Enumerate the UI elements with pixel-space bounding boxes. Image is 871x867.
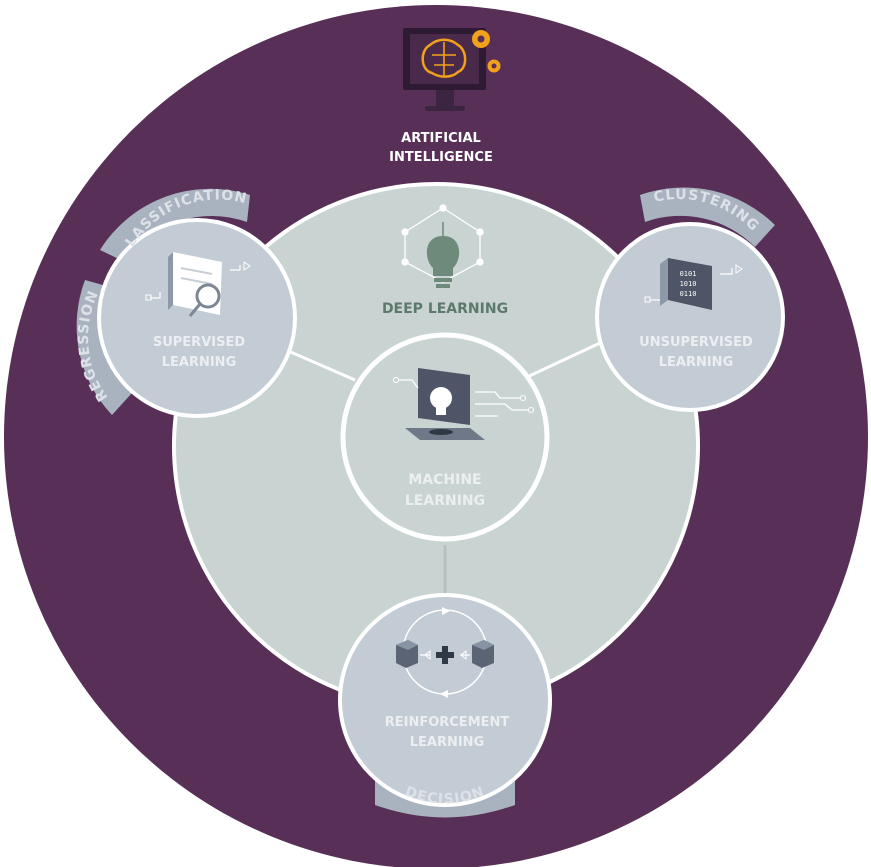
supervised-label-line1: SUPERVISED bbox=[153, 335, 245, 350]
ai-label-line2: INTELLIGENCE bbox=[389, 150, 493, 165]
unsupervised-label-line1: UNSUPERVISED bbox=[639, 335, 753, 350]
reinforcement-label-line1: REINFORCEMENT bbox=[385, 715, 510, 730]
unsupervised-node bbox=[595, 222, 785, 412]
machine-learning-label-line2: LEARNING bbox=[405, 493, 485, 509]
machine-learning-label-line1: MACHINE bbox=[408, 472, 481, 488]
supervised-label-line2: LEARNING bbox=[162, 355, 237, 370]
supervised-node bbox=[97, 218, 297, 418]
neural-network-lightbulb-icon bbox=[401, 204, 484, 288]
agent-environment-cycle-icon bbox=[396, 607, 494, 698]
svg-text:0101: 0101 bbox=[680, 270, 697, 278]
svg-text:0110: 0110 bbox=[680, 290, 697, 298]
svg-text:1010: 1010 bbox=[680, 280, 697, 288]
clustering-tab bbox=[640, 187, 775, 247]
binary-panel-icon: 0101 1010 0110 bbox=[644, 258, 743, 310]
reinforcement-label-line2: LEARNING bbox=[410, 735, 485, 750]
connector-unsupervised bbox=[524, 341, 601, 380]
decision-tab-label: DECISION bbox=[403, 784, 487, 808]
laptop-lightbulb-circuit-icon bbox=[393, 368, 534, 440]
reinforcement-node bbox=[338, 593, 552, 807]
ai-label-line1: ARTIFICIAL bbox=[401, 131, 481, 146]
book-magnifier-icon bbox=[145, 252, 251, 317]
deep-learning-label: DEEP LEARNING bbox=[382, 301, 508, 317]
computer-brain-gears-icon bbox=[403, 28, 501, 111]
unsupervised-label-line2: LEARNING bbox=[659, 355, 734, 370]
